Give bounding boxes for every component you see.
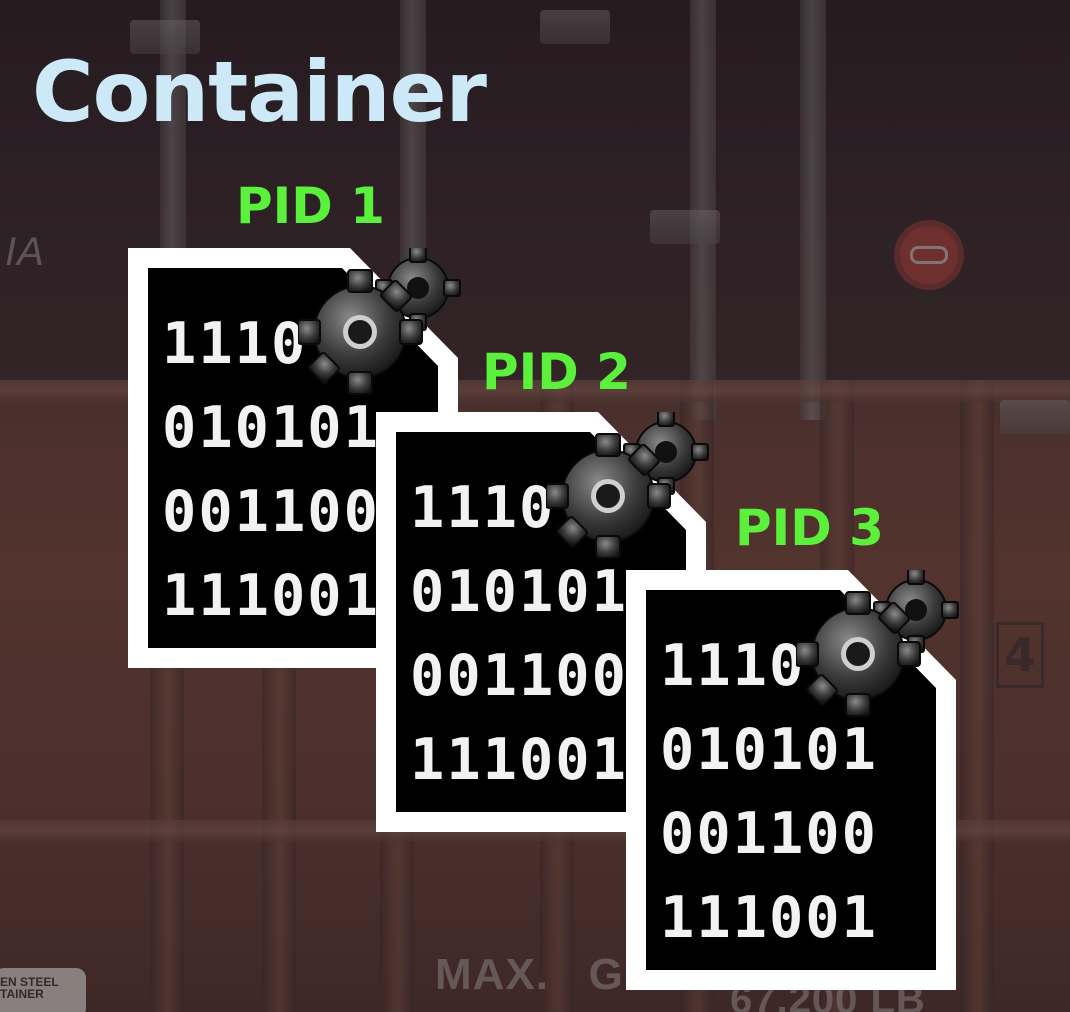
badge-line: EN STEEL [0,975,59,989]
pid-label: PID 3 [735,499,884,557]
gear-icon [796,570,959,717]
binary-line: 010101 [162,395,380,461]
page-title: Container [32,43,487,141]
binary-line: 111001 [162,563,380,629]
gear-icon [298,248,461,395]
binary-line: 1110 [410,475,556,541]
company-logo [894,220,964,290]
hinge [650,210,720,244]
pid-label: PID 2 [482,343,631,401]
tag-letters: IA [5,230,45,274]
binary-line: 010101 [660,717,878,783]
binary-code: 1110 010101 001100 111001 [410,466,628,802]
process-binary-icon: 1110 010101 001100 111001 [128,240,463,670]
steel-container-badge: EN STEEL TAINER [0,968,86,1012]
binary-line: 001100 [660,801,878,867]
hinge [130,20,200,54]
binary-line: 1110 [162,311,308,377]
binary-line: 001100 [162,479,380,545]
hinge [1000,400,1070,434]
binary-line: 111001 [410,727,628,793]
container-rib [960,380,994,1012]
binary-line: 111001 [660,885,878,951]
plate-number: 4 [996,622,1044,688]
pid-label: PID 1 [236,177,385,235]
hinge [540,10,610,44]
badge-line: TAINER [0,987,44,1001]
gear-icon [546,412,709,559]
binary-line: 001100 [410,643,628,709]
process-binary-icon: 1110 010101 001100 111001 [626,562,961,992]
process-binary-icon: 1110 010101 001100 111001 [376,404,711,834]
binary-line: 010101 [410,559,628,625]
binary-code: 1110 010101 001100 111001 [660,624,878,960]
locking-bar [800,0,826,420]
binary-line: 1110 [660,633,806,699]
binary-code: 1110 010101 001100 111001 [162,302,380,638]
